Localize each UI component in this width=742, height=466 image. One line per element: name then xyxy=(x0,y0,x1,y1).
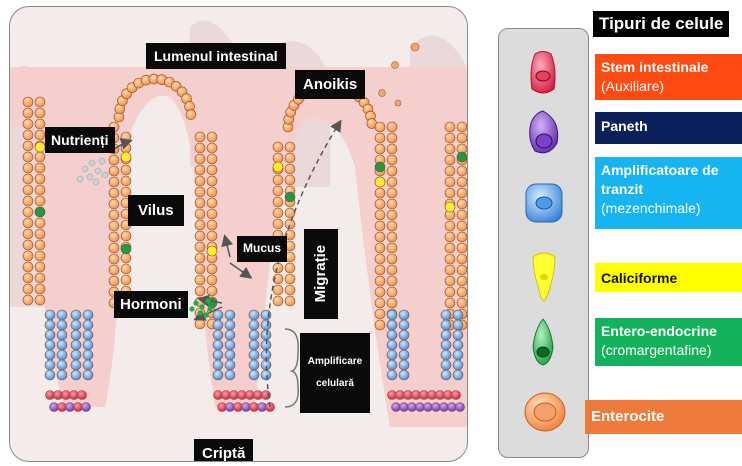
transit-amplifying-cell-icon xyxy=(526,184,562,222)
enterocyte-icon xyxy=(525,393,565,431)
legend-item-enterocyte: Enterocite xyxy=(585,400,742,434)
legend-item-enterocyte-name: Enterocite xyxy=(591,407,736,427)
stem-cell-icon xyxy=(531,52,555,94)
legend-item-paneth-name: Paneth xyxy=(601,117,736,136)
legend-item-stem-name: Stem intestinale xyxy=(601,58,736,77)
legend-title: Tipuri de celule xyxy=(593,11,729,37)
goblet-cell-icon xyxy=(533,253,555,301)
legend-item-transit-amplifying-name: Amplificatoare de tranzit xyxy=(601,161,736,199)
legend-item-goblet: Caliciforme xyxy=(595,263,742,292)
hormones-label: Hormoni xyxy=(114,291,188,318)
amplification-bracket xyxy=(285,329,298,407)
paneth-cell-icon xyxy=(530,111,558,153)
legend-item-stem-sub: (Auxiliare) xyxy=(601,77,736,96)
epithelium-illustration xyxy=(10,7,467,461)
legend-item-transit-amplifying: Amplificatoare de tranzit (mezenchimale) xyxy=(595,157,742,229)
mucus-label: Mucus xyxy=(237,236,287,262)
lumen-label: Lumenul intestinal xyxy=(146,43,286,69)
legend-item-enteroendocrine-sub: (cromargentafine) xyxy=(601,341,736,360)
legend-item-goblet-name: Caliciforme xyxy=(601,269,736,288)
legend-icon-panel xyxy=(498,28,589,458)
anoikis-label: Anoikis xyxy=(295,70,365,99)
nutrients-label: Nutrienți xyxy=(45,127,115,153)
villus-label: Vilus xyxy=(128,195,184,226)
enteroendocrine-cell-icon xyxy=(533,319,553,365)
amplification-label: Amplificare celulară xyxy=(300,333,370,413)
amplification-label-line2: celulară xyxy=(316,373,354,395)
legend-item-transit-amplifying-sub: (mezenchimale) xyxy=(601,199,736,218)
crypt-label: Criptă xyxy=(194,439,253,462)
migration-label-text: Migrație xyxy=(312,245,329,303)
legend-item-paneth: Paneth xyxy=(595,112,742,144)
legend-item-stem: Stem intestinale (Auxiliare) xyxy=(595,54,742,100)
legend-item-enteroendocrine-name: Entero-endocrine xyxy=(601,322,736,341)
legend-item-enteroendocrine: Entero-endocrine (cromargentafine) xyxy=(595,318,742,366)
amplification-label-line1: Amplificare xyxy=(308,351,362,373)
migration-label: Migrație xyxy=(304,229,338,319)
intestinal-epithelium-diagram: Lumenul intestinal Anoikis Nutrienți Vil… xyxy=(9,6,468,462)
